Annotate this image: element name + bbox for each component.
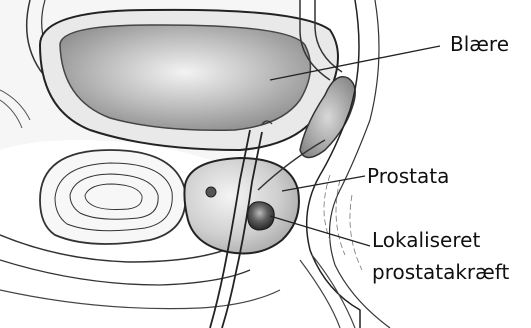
prostate-dark-spot xyxy=(206,187,216,197)
prostate-label: Prostata xyxy=(367,164,449,188)
anal-region xyxy=(300,255,355,328)
cancer-label-line1: Lokaliseret xyxy=(372,228,480,252)
pelvic-floor-3 xyxy=(0,290,280,309)
cancer-label-line2: prostatakræft xyxy=(372,260,509,284)
pelvic-floor-2 xyxy=(0,260,250,285)
bladder-label: Blære xyxy=(450,32,509,56)
pubic-bone xyxy=(40,150,186,244)
